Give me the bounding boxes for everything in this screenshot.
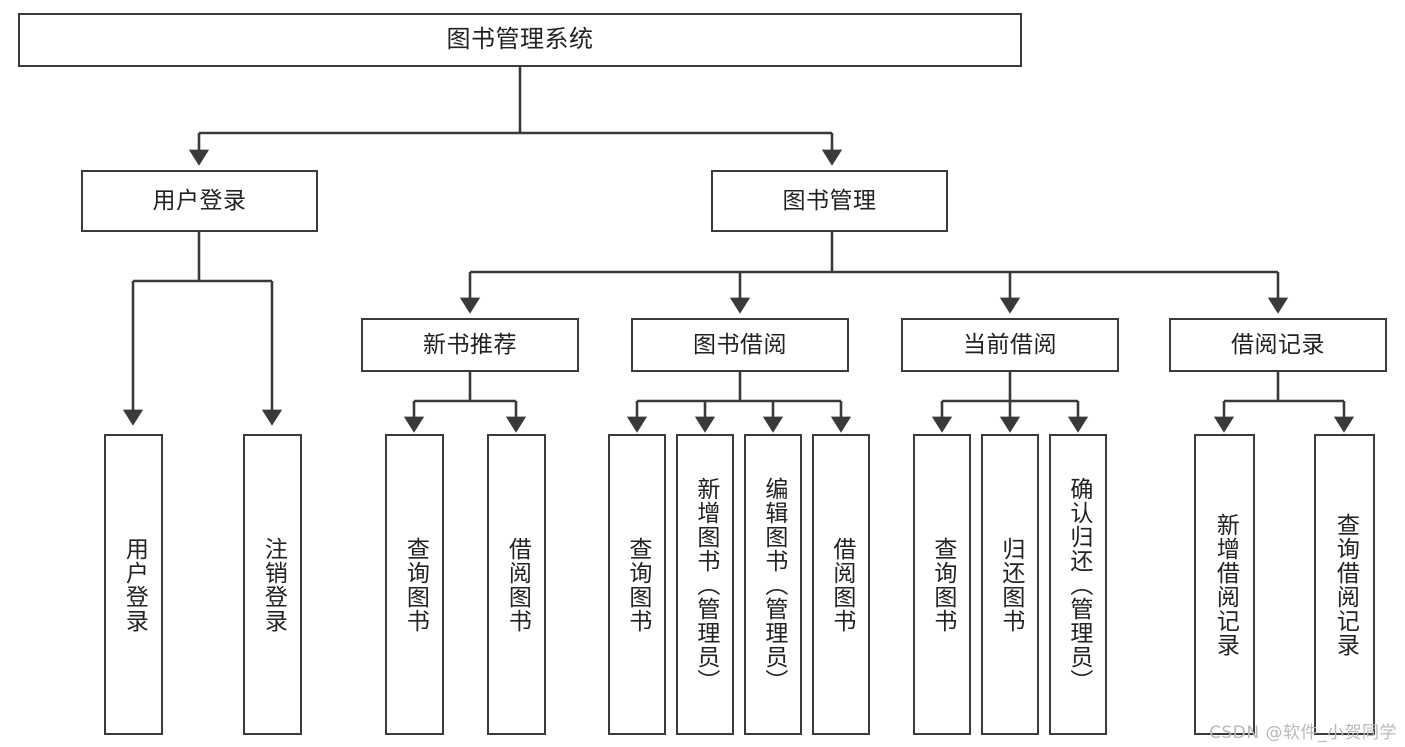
node-label: 新增借阅记录 [1212, 512, 1239, 657]
node-label: 查询借阅记录 [1332, 512, 1359, 657]
node-leaf-user-login[interactable]: 用户登录 [104, 434, 163, 735]
node-label: 编辑图书（管理员） [760, 476, 787, 693]
node-label: 借阅记录 [1231, 331, 1325, 358]
node-leaf-query-book-recommendation[interactable]: 查询图书 [385, 434, 444, 735]
node-label: 注销登录 [260, 536, 287, 633]
node-label: 图书管理系统 [446, 25, 594, 54]
node-leaf-edit-book-admin[interactable]: 编辑图书（管理员） [744, 434, 802, 735]
node-label: 归还图书 [997, 536, 1024, 633]
node-leaf-return-book[interactable]: 归还图书 [981, 434, 1039, 735]
node-label: 用户登录 [152, 187, 247, 214]
node-leaf-query-book-borrow[interactable]: 查询图书 [608, 434, 666, 735]
node-borrow-record[interactable]: 借阅记录 [1169, 318, 1387, 372]
node-label: 借阅图书 [828, 536, 855, 633]
node-leaf-query-borrow-record[interactable]: 查询借阅记录 [1314, 434, 1375, 735]
node-leaf-borrow-book-borrow[interactable]: 借阅图书 [812, 434, 870, 735]
node-leaf-add-borrow-record[interactable]: 新增借阅记录 [1194, 434, 1255, 735]
node-new-book-recommendation[interactable]: 新书推荐 [361, 318, 579, 372]
csdn-watermark: CSDN @软件_小贺同学 [1209, 723, 1397, 743]
node-label: 图书管理 [782, 187, 877, 214]
node-leaf-add-book-admin[interactable]: 新增图书（管理员） [676, 434, 734, 735]
node-leaf-confirm-return-admin[interactable]: 确认归还（管理员） [1049, 434, 1107, 735]
node-label: 借阅图书 [504, 536, 531, 633]
node-root-system[interactable]: 图书管理系统 [18, 13, 1022, 67]
node-label: 图书借阅 [693, 331, 787, 358]
node-current-borrow[interactable]: 当前借阅 [901, 318, 1119, 372]
node-label: 新增图书（管理员） [692, 476, 719, 693]
node-label: 用户登录 [121, 536, 148, 633]
node-label: 查询图书 [929, 536, 956, 633]
node-label: 查询图书 [624, 536, 651, 633]
node-book-management[interactable]: 图书管理 [711, 170, 948, 232]
node-leaf-logout[interactable]: 注销登录 [243, 434, 302, 735]
node-label: 当前借阅 [963, 331, 1057, 358]
node-book-borrow[interactable]: 图书借阅 [631, 318, 849, 372]
node-label: 新书推荐 [423, 331, 517, 358]
node-user-login[interactable]: 用户登录 [81, 170, 318, 232]
node-leaf-query-book-current[interactable]: 查询图书 [913, 434, 971, 735]
node-label: 查询图书 [402, 536, 429, 633]
node-label: 确认归还（管理员） [1065, 476, 1092, 693]
node-leaf-borrow-book-recommendation[interactable]: 借阅图书 [487, 434, 546, 735]
